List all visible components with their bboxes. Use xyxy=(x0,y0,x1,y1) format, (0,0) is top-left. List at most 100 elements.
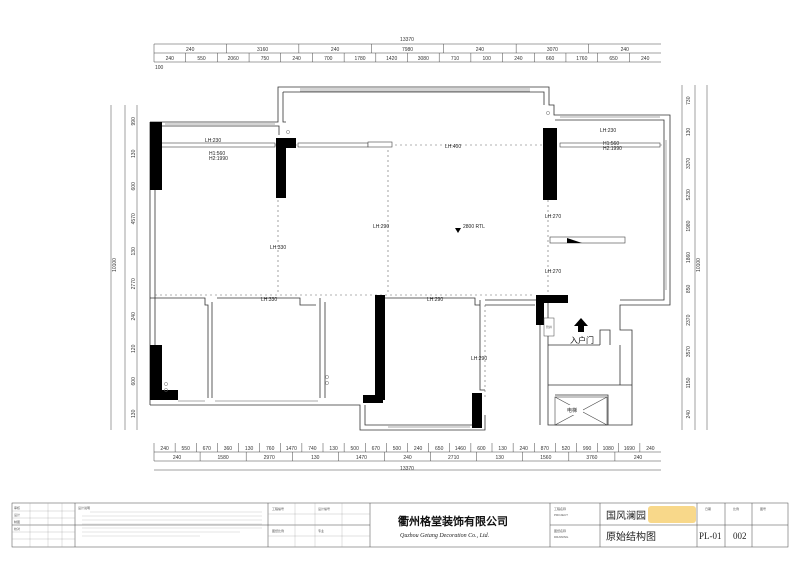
bot-r2-6: 2710 xyxy=(448,455,459,461)
left-6: 240 xyxy=(131,312,137,321)
tb-mid-0: 工程编号 xyxy=(272,506,284,511)
bot-r1-12: 240 xyxy=(414,446,423,452)
lh-230-right: LH:230 xyxy=(600,128,616,134)
elevator-label: 电梯 xyxy=(567,407,577,414)
lh-290-beam: LH:290 xyxy=(427,297,443,303)
left-dim-chain: 990 130 600 4570 130 2770 240 120 600 130 xyxy=(131,117,137,418)
bot-r2-5: 240 xyxy=(403,455,412,461)
left-7: 120 xyxy=(131,344,137,353)
pipe-icons xyxy=(164,111,550,392)
overall-bottom-dim: 13370 xyxy=(400,466,414,472)
top-r2-0: 240 xyxy=(166,56,175,62)
beam-rectangles xyxy=(159,141,661,244)
top-r2-8: 3080 xyxy=(418,56,429,62)
bot-r1-14: 1460 xyxy=(455,446,466,452)
left-2: 600 xyxy=(131,182,137,191)
right-7: 2370 xyxy=(686,314,692,325)
bot-r2-8: 1560 xyxy=(540,455,551,461)
top-r2-9: 710 xyxy=(451,56,460,62)
top-r2-15: 240 xyxy=(641,56,650,62)
right-8: 3570 xyxy=(686,346,692,357)
top-r1-1: 3160 xyxy=(257,47,268,53)
left-5: 2770 xyxy=(131,278,137,289)
left-0: 990 xyxy=(131,117,137,126)
level-marker-icon xyxy=(455,228,461,233)
h1-left: H1:560 xyxy=(209,151,225,157)
bot-r1-18: 870 xyxy=(541,446,550,452)
top-r2-3: 750 xyxy=(261,56,270,62)
top-r2-1: 550 xyxy=(197,56,206,62)
bot-r1-13: 650 xyxy=(435,446,444,452)
top-r2-4: 240 xyxy=(292,56,301,62)
top-r1-0: 240 xyxy=(186,47,195,53)
left-3: 4570 xyxy=(131,213,137,224)
well-label: 管井 xyxy=(546,324,552,329)
bot-r1-7: 740 xyxy=(308,446,317,452)
bot-r2-0: 240 xyxy=(173,455,182,461)
company-name-cn: 衢州格堂装饰有限公司 xyxy=(398,514,508,528)
drawing-code: PL-01 xyxy=(699,531,722,541)
top-r2-7: 1420 xyxy=(386,56,397,62)
tb-mid-1: 设计编号 xyxy=(318,506,330,511)
top-r2-6: 1780 xyxy=(354,56,365,62)
lh-330-left: LH:330 xyxy=(270,245,286,251)
bot-r1-5: 760 xyxy=(266,446,275,452)
lh-270-a: LH:270 xyxy=(545,214,561,220)
project-name: 国风澜园 xyxy=(606,510,646,522)
bot-r1-21: 1080 xyxy=(603,446,614,452)
top-r2-2: 2060 xyxy=(228,56,239,62)
project-label-en: PROJECT xyxy=(554,513,568,517)
lh-290-center: LH:290 xyxy=(373,224,389,230)
redaction-mark xyxy=(648,506,696,523)
top-r1-6: 240 xyxy=(621,47,630,53)
lh-330-beam: LH:330 xyxy=(261,297,277,303)
bot-r1-11: 500 xyxy=(393,446,402,452)
top-dim-row3: 100 xyxy=(155,65,164,71)
entrance-label: 入户门 xyxy=(570,335,594,345)
left-8: 600 xyxy=(131,377,137,386)
bot-r1-4: 130 xyxy=(245,446,254,452)
pipe-well xyxy=(543,317,555,337)
bot-r2-2: 2970 xyxy=(264,455,275,461)
bot-r1-20: 990 xyxy=(583,446,592,452)
level-mark: 2800 RTL xyxy=(463,224,485,230)
side-dimensions xyxy=(110,85,708,430)
bot-r1-6: 1470 xyxy=(286,446,297,452)
drawing-name: 原始结构图 xyxy=(606,530,656,543)
bot-r2-7: 130 xyxy=(496,455,505,461)
top-r2-10: 100 xyxy=(483,56,492,62)
bot-r1-19: 520 xyxy=(562,446,571,452)
top-r1-5: 3070 xyxy=(547,47,558,53)
date-label: 日期 xyxy=(705,506,711,511)
left-1: 130 xyxy=(131,149,137,158)
lh-290-lower: LH:290 xyxy=(471,356,487,362)
top-r1-2: 240 xyxy=(331,47,340,53)
top-dim-row2: 240 550 2060 750 240 700 1780 1420 3080 710 100 240… xyxy=(153,53,650,62)
drawing-label-en: DRAWING xyxy=(554,535,569,539)
top-r1-4: 240 xyxy=(476,47,485,53)
bot-r1-17: 240 xyxy=(520,446,529,452)
bot-r1-23: 240 xyxy=(646,446,655,452)
sheet-label: 图号 xyxy=(760,506,766,511)
tb-mid-3: 专业 xyxy=(318,528,324,533)
right-2: 3370 xyxy=(686,158,692,169)
top-r2-5: 700 xyxy=(324,56,333,62)
bot-r1-2: 670 xyxy=(203,446,212,452)
left-4: 130 xyxy=(131,247,137,256)
right-9: 1150 xyxy=(686,377,692,388)
beam-lines xyxy=(155,144,664,398)
project-label: 工程名称 xyxy=(554,506,566,511)
lh-270-b: LH:270 xyxy=(545,269,561,275)
right-5: 1860 xyxy=(686,252,692,263)
overall-top-dim: 13370 xyxy=(400,37,414,43)
right-6: 850 xyxy=(686,285,692,294)
h2-right: H2:1990 xyxy=(603,146,622,152)
left-9: 130 xyxy=(131,409,137,418)
bot-r1-9: 500 xyxy=(351,446,360,452)
drawing-label: 图纸名称 xyxy=(554,528,566,533)
tb-label-2: 制图 xyxy=(14,519,20,524)
tb-mid-2: 图纸比例 xyxy=(272,528,284,533)
